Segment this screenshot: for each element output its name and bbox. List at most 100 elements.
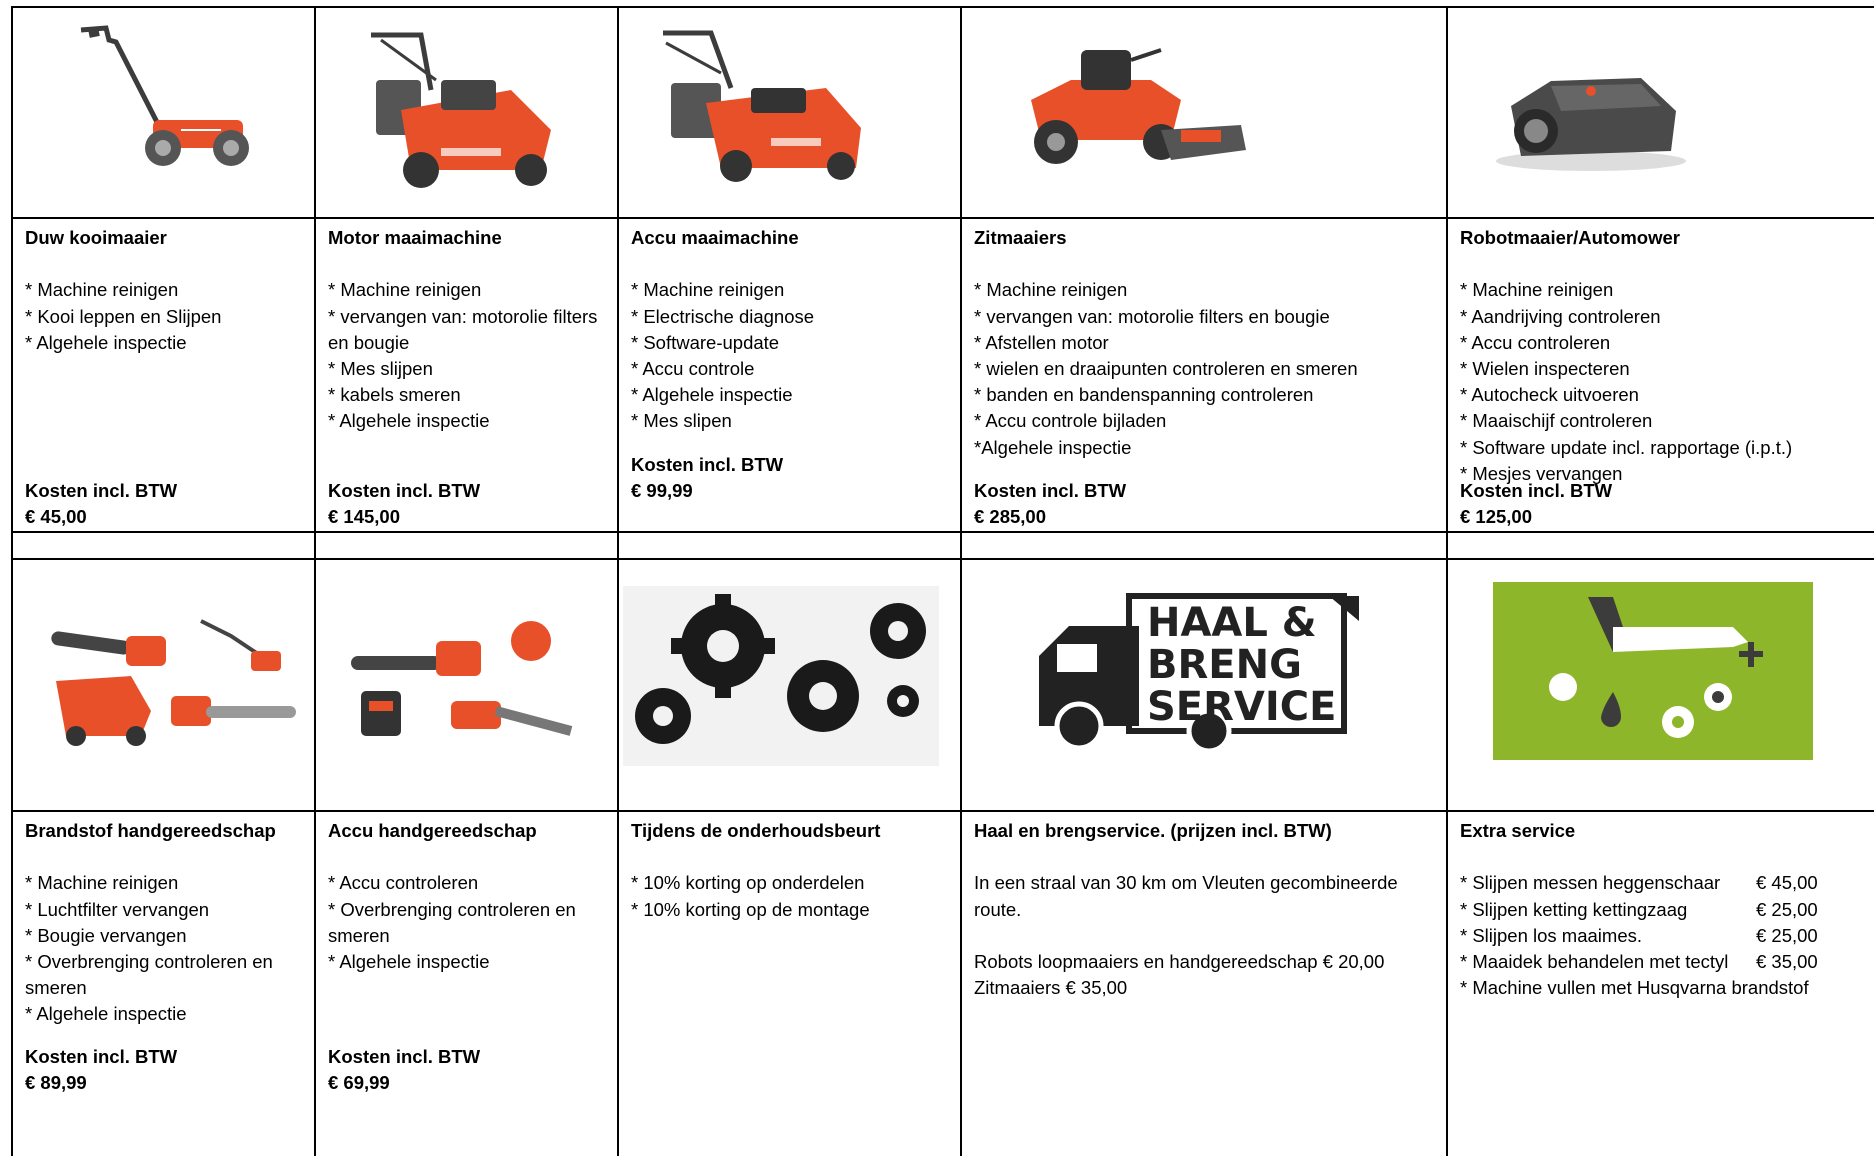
service-item: * Electrische diagnose [631, 305, 815, 327]
table-border [314, 6, 316, 1156]
service-item: * kabels smeren [328, 384, 461, 406]
price: € 125,00 [1460, 506, 1533, 527]
service-item: * Aandrijving controleren [1460, 305, 1661, 327]
service-cell: Zitmaaiers * Machine reinigen * vervange… [960, 217, 1446, 531]
table-border [11, 810, 1874, 812]
cost-label: Kosten incl. BTW [25, 1046, 178, 1067]
service-title: Motor maaimachine [328, 227, 502, 248]
extra-item: * Slijpen los maaimes. € 25,00 [1460, 923, 1866, 949]
service-title: Tijdens de onderhoudsbeurt [631, 820, 881, 841]
extra-item-label: * Maaidek behandelen met tectyl [1460, 951, 1729, 972]
extra-item-price: € 45,00 [1756, 872, 1818, 894]
service-item: * Machine reinigen [1460, 279, 1614, 301]
extra-item-label: * Slijpen los maaimes. [1460, 924, 1642, 946]
service-title: Robotmaaier/Automower [1460, 227, 1680, 248]
logo-line3: SERVICE [1147, 684, 1336, 730]
table-border [11, 217, 1874, 219]
service-paragraph: In een straal van 30 km om Vleuten gecom… [974, 872, 1398, 920]
extra-item: * Maaidek behandelen met tectyl € 35,00 [1460, 949, 1866, 975]
service-item: * Machine reinigen [974, 279, 1128, 301]
service-cell: Robotmaaier/Automower * Machine reinigen… [1446, 217, 1874, 531]
service-title: Haal en brengservice. (prijzen incl. BTW… [974, 820, 1332, 841]
service-item: * Software update incl. rapportage (i.p.… [1460, 436, 1793, 458]
service-item: * Accu controle bijladen [974, 410, 1167, 432]
service-cell: Accu handgereedschap * Accu controleren … [314, 810, 617, 1156]
service-item: * Machine reinigen [25, 872, 179, 894]
service-item: * vervangen van: motorolie filters en bo… [328, 305, 598, 353]
extra-item-label: * Slijpen messen heggenschaar [1460, 872, 1721, 894]
price: € 285,00 [974, 506, 1047, 527]
battery-lawn-mower-image [663, 30, 861, 182]
price: € 145,00 [328, 506, 401, 527]
service-title: Duw kooimaaier [25, 227, 167, 248]
service-item: * Algehele inspectie [25, 331, 187, 353]
service-item: * Software-update [631, 331, 780, 353]
service-cell: Haal en brengservice. (prijzen incl. BTW… [960, 810, 1446, 1156]
service-title: Extra service [1460, 820, 1576, 841]
battery-hand-tools-image [351, 621, 573, 736]
service-paragraph: Zitmaaiers € 35,00 [974, 977, 1128, 999]
table-border [11, 6, 1874, 8]
service-item: * banden en bandenspanning controleren [974, 384, 1314, 406]
logo-line2: BRENG [1147, 642, 1302, 688]
gears-image [623, 586, 939, 766]
service-item: * Accu controleren [328, 872, 479, 894]
service-item: * Machine reinigen [25, 279, 179, 301]
service-title: Accu maaimachine [631, 227, 799, 248]
extra-item: * Machine vullen met Husqvarna brandstof [1460, 975, 1866, 1001]
service-item: * vervangen van: motorolie filters en bo… [974, 305, 1330, 327]
service-item: * Bougie vervangen [25, 924, 187, 946]
service-item: * Accu controle [631, 358, 755, 379]
cost-label: Kosten incl. BTW [328, 480, 481, 501]
push-reel-mower-image [80, 25, 249, 166]
extra-item-price: € 25,00 [1756, 924, 1818, 946]
extra-item-label: * Machine vullen met Husqvarna brandstof [1460, 977, 1809, 999]
table-border [617, 6, 619, 1156]
service-item: * Algehele inspectie [25, 1003, 187, 1025]
service-item: * Wielen inspecteren [1460, 358, 1630, 379]
haal-breng-logo: HAAL & BRENG SERVICE [1039, 593, 1359, 754]
service-item: * Algehele inspectie [328, 410, 490, 432]
service-item: *Algehele inspectie [974, 436, 1132, 458]
cost-label: Kosten incl. BTW [1460, 480, 1613, 501]
extra-item: * Slijpen messen heggenschaar € 45,00 [1460, 870, 1866, 896]
cost-label: Kosten incl. BTW [974, 480, 1127, 501]
table-border [960, 6, 962, 1156]
service-cell: Accu maaimachine * Machine reinigen * El… [617, 217, 960, 531]
service-item: * Luchtfilter vervangen [25, 898, 210, 920]
extra-item-price: € 35,00 [1756, 951, 1818, 972]
service-cell: Motor maaimachine * Machine reinigen * v… [314, 217, 617, 531]
price: € 45,00 [25, 506, 87, 527]
petrol-hand-tools-image [51, 619, 296, 746]
service-item: * Autocheck uitvoeren [1460, 384, 1639, 406]
extra-service-image [1493, 582, 1813, 760]
service-item: * Mes slijpen [328, 358, 433, 379]
service-item: * Overbrenging controleren en smeren [328, 898, 576, 946]
service-item: * Algehele inspectie [631, 384, 793, 406]
table-border [11, 6, 13, 1156]
service-item: * Maaischijf controleren [1460, 410, 1653, 432]
service-cell: Extra service * Slijpen messen heggensch… [1446, 810, 1874, 1156]
extra-item: * Slijpen ketting kettingzaag€ 25,00 [1460, 897, 1866, 923]
table-border [11, 558, 1874, 560]
service-item: * Machine reinigen [328, 279, 482, 301]
service-item: * Mesjes vervangen [1460, 462, 1623, 484]
price: € 89,99 [25, 1072, 87, 1093]
service-title: Zitmaaiers [974, 227, 1067, 248]
service-paragraph: Robots loopmaaiers en handgereedschap € … [974, 950, 1385, 972]
price: € 69,99 [328, 1072, 390, 1093]
service-item: * Accu controleren [1460, 331, 1611, 353]
service-item: * wielen en draaipunten controleren en s… [974, 358, 1358, 379]
robot-mower-image [1496, 78, 1686, 171]
service-title: Accu handgereedschap [328, 820, 537, 841]
ride-on-mower-image [1031, 48, 1246, 164]
service-cell: Duw kooimaaier * Machine reinigen * Kooi… [11, 217, 314, 531]
service-item: * Machine reinigen [631, 279, 785, 301]
service-item: * 10% korting op de montage [631, 898, 870, 920]
service-cell: Tijdens de onderhoudsbeurt * 10% korting… [617, 810, 960, 1156]
service-item: * Kooi leppen en Slijpen [25, 305, 222, 327]
service-item: * Overbrenging controleren en smeren [25, 951, 273, 999]
price: € 99,99 [631, 480, 693, 501]
service-item: * Mes slipen [631, 410, 732, 432]
table-border [1446, 6, 1448, 1156]
